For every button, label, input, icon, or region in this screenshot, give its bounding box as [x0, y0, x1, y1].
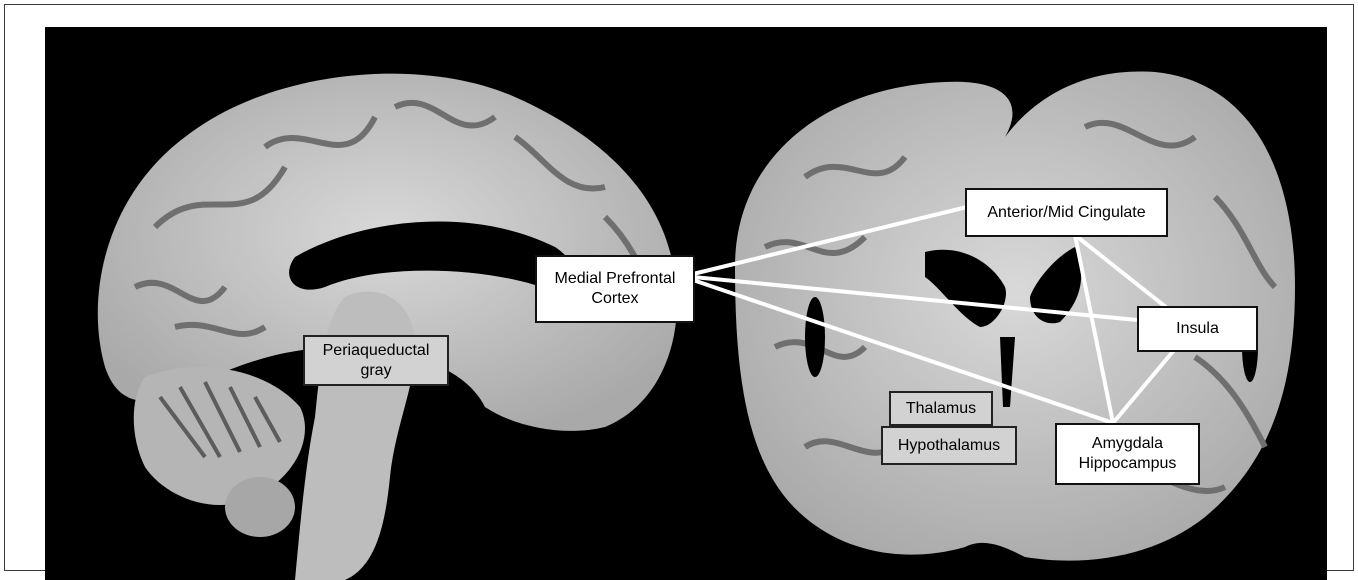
- left-insula-gap: [805, 297, 825, 377]
- label-thalamus: Thalamus: [889, 391, 993, 426]
- label-mpfc-text: Medial Prefrontal Cortex: [555, 269, 676, 309]
- label-pag-text: Periaqueductal gray: [323, 341, 430, 381]
- sagittal-brain-slice: [98, 74, 677, 580]
- figure-frame: Medial Prefrontal Cortex Periaqueductal …: [4, 4, 1354, 571]
- label-insula: Insula: [1137, 306, 1258, 352]
- brain-image-panel: Medial Prefrontal Cortex Periaqueductal …: [45, 27, 1327, 580]
- lower-lobe: [225, 477, 295, 537]
- label-hypothalamus: Hypothalamus: [881, 426, 1017, 465]
- label-insula-text: Insula: [1176, 319, 1219, 339]
- label-amygdala-text: Amygdala Hippocampus: [1079, 434, 1177, 474]
- label-medial-prefrontal-cortex: Medial Prefrontal Cortex: [535, 255, 695, 323]
- label-periaqueductal-gray: Periaqueductal gray: [303, 335, 449, 386]
- label-hypothalamus-text: Hypothalamus: [898, 436, 1000, 456]
- label-anterior-mid-cingulate: Anterior/Mid Cingulate: [965, 188, 1168, 237]
- label-thalamus-text: Thalamus: [906, 399, 976, 419]
- label-amygdala-hippocampus: Amygdala Hippocampus: [1055, 423, 1200, 485]
- label-acc-text: Anterior/Mid Cingulate: [987, 203, 1145, 223]
